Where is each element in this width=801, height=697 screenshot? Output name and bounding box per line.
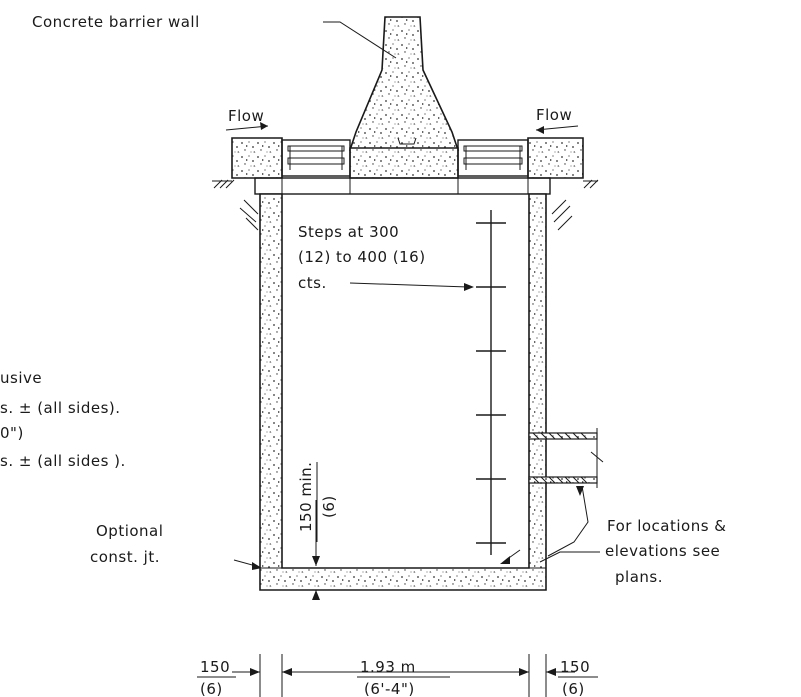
dim-left-num: 150	[200, 658, 230, 676]
dim-right-num: 150	[560, 658, 590, 676]
locations-label-line3: plans.	[615, 568, 663, 586]
steps-label-line3: cts.	[298, 274, 327, 292]
bottom-dimensions	[197, 654, 598, 697]
locations-label-line1: For locations &	[607, 517, 727, 535]
dim-mid-num: 1.93 m	[360, 658, 416, 676]
flow-arrow-right	[535, 125, 579, 134]
note-line1: usive	[0, 369, 42, 387]
steps-label-line2: (12) to 400 (16)	[298, 248, 426, 266]
optional-joint-leader	[233, 559, 262, 570]
earth-hatch-right	[551, 179, 599, 231]
min-dimension-num: 150 min.	[297, 462, 315, 532]
locations-label-line2: elevations see	[605, 542, 720, 560]
earth-hatch-left	[212, 179, 259, 231]
flow-label-right: Flow	[536, 106, 572, 124]
steps-label-line1: Steps at 300	[298, 223, 399, 241]
flow-arrow-left	[225, 122, 269, 131]
dim-left-den: (6)	[200, 680, 223, 697]
steps-leader	[349, 282, 474, 291]
steps-ladder	[476, 210, 506, 555]
locations-leader	[500, 485, 600, 564]
inlet-grate-left	[281, 139, 351, 177]
note-line3: 0")	[0, 424, 24, 442]
min-dimension-den: (6)	[320, 495, 338, 518]
basin-walls	[259, 193, 547, 591]
outlet-pipe	[528, 428, 604, 488]
dim-mid-den: (6'-4")	[364, 680, 415, 697]
inlet-grate-right	[457, 139, 529, 177]
dim-right-den: (6)	[562, 680, 585, 697]
optional-label-line1: Optional	[96, 522, 163, 540]
flow-label-left: Flow	[228, 107, 264, 125]
barrier-leader	[323, 21, 397, 59]
min-dimension-arrows	[290, 500, 335, 600]
note-line2: s. ± (all sides).	[0, 399, 121, 417]
optional-label-line2: const. jt.	[90, 548, 160, 566]
barrier-label: Concrete barrier wall	[32, 13, 200, 31]
barrier-wall	[348, 16, 460, 151]
note-line4: s. ± (all sides ).	[0, 452, 126, 470]
frame-seat	[254, 177, 551, 195]
